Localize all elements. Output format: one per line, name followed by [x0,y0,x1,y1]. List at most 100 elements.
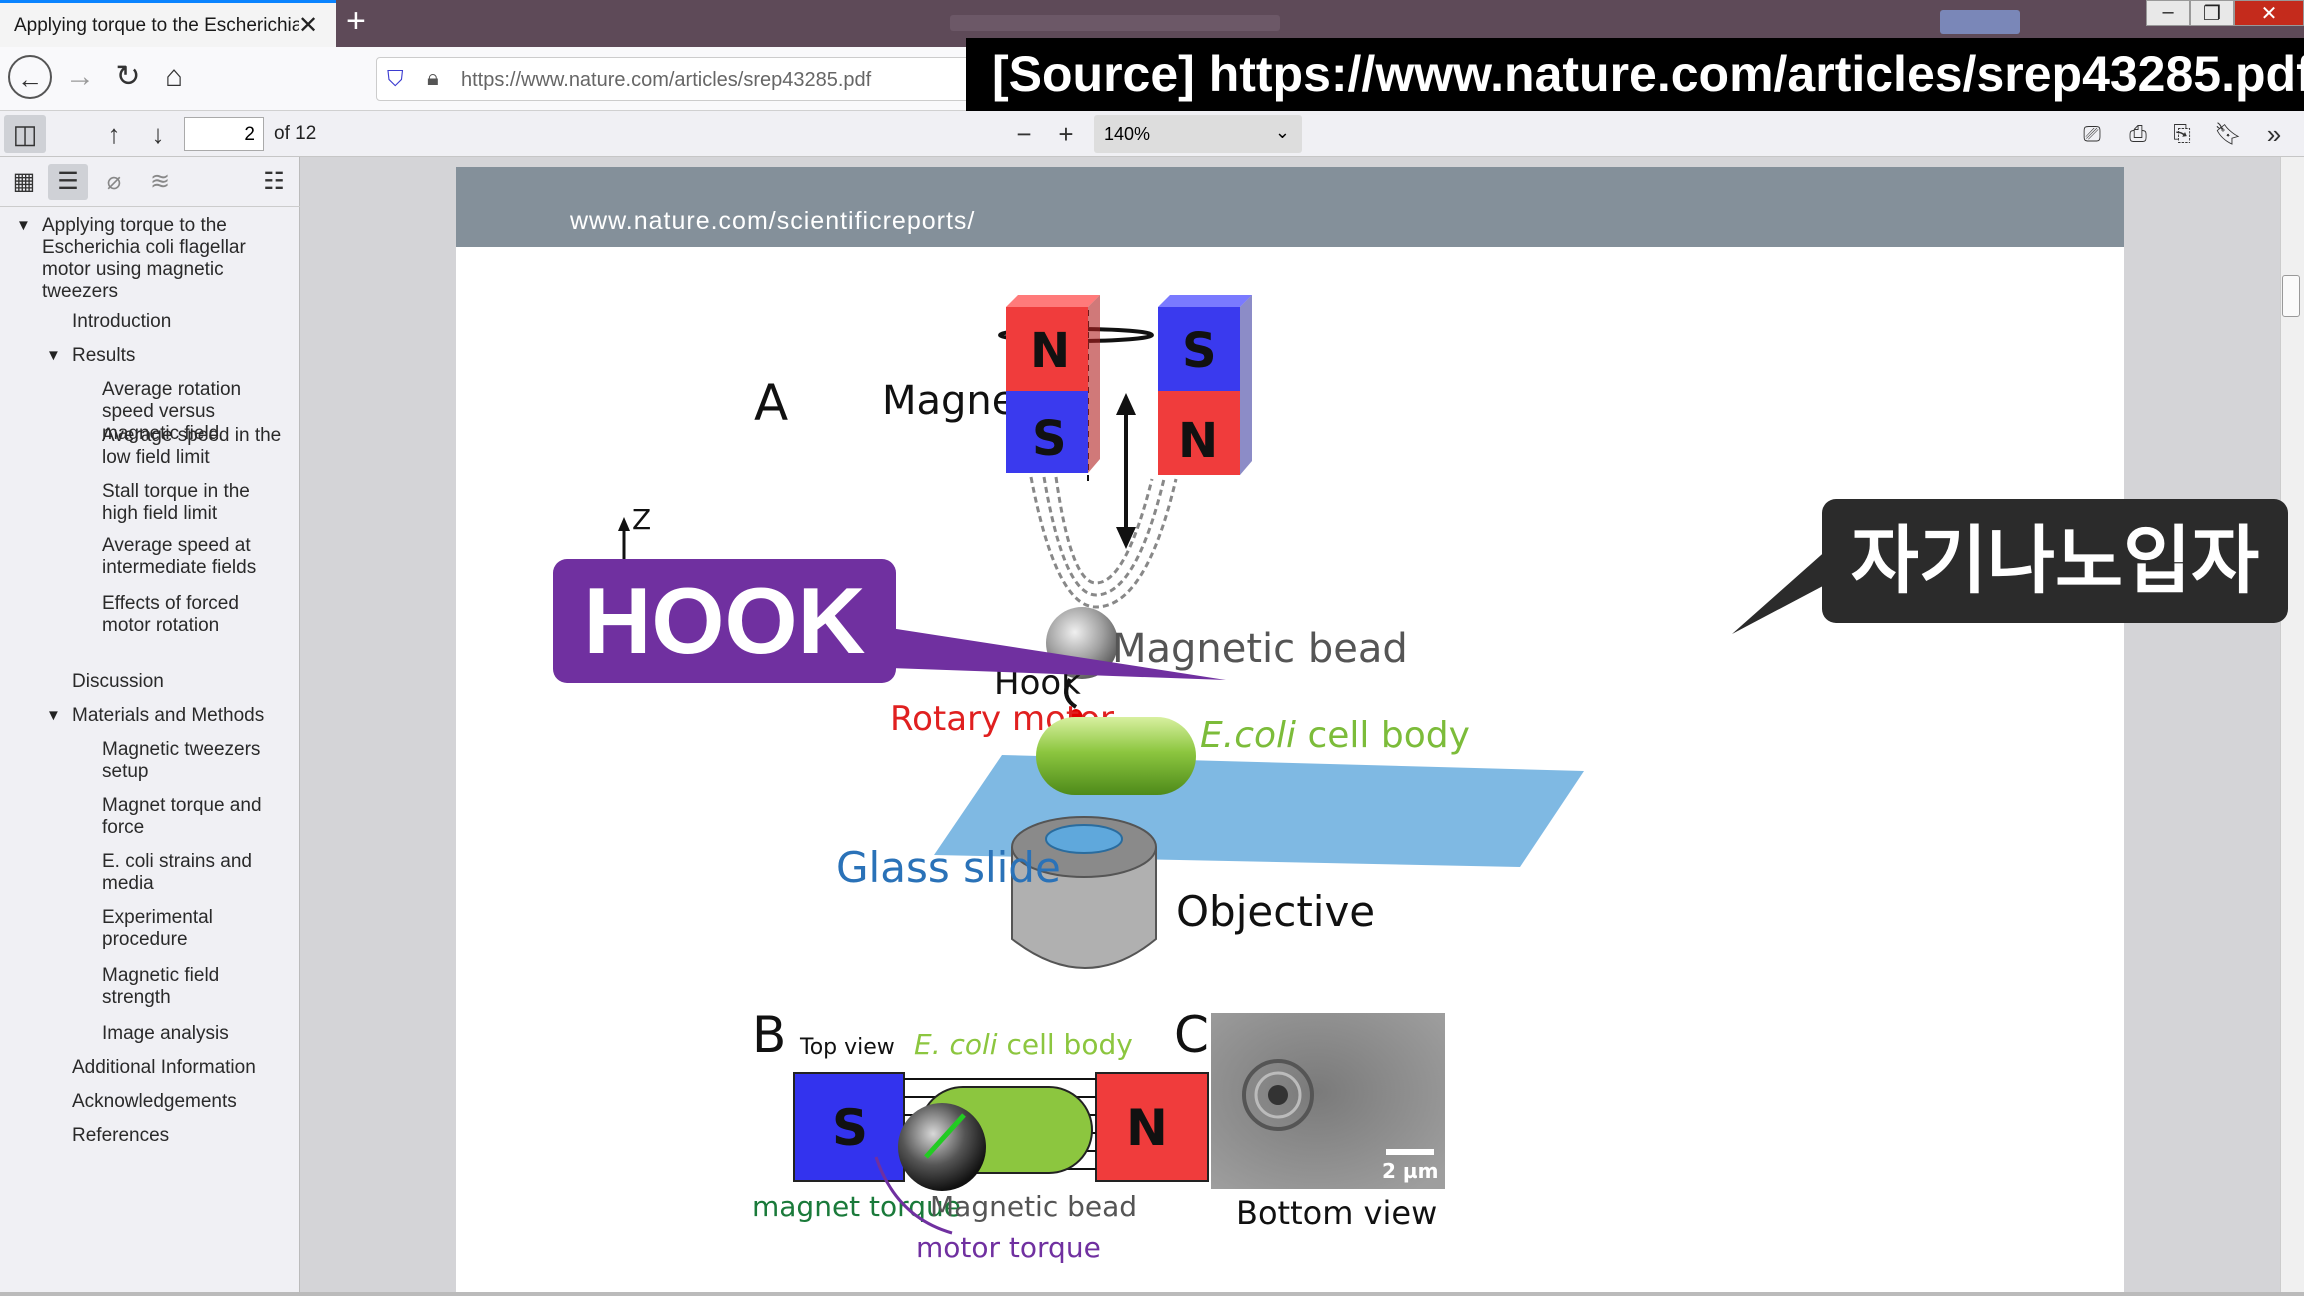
pdf-toolbar: ◫ ↑ ↓ 2 of 12 − + 140% ⌄ ⎚ ⎙ ⎘ 🔖︎ » [0,111,2304,157]
forward-arrow-icon[interactable]: → [65,60,95,93]
save-icon[interactable]: ⎘ [2173,121,2191,146]
axis-z-label: Z [632,503,651,536]
zoom-out-icon[interactable]: − [1016,119,1032,149]
panel-b-label: B [752,1006,786,1064]
top-view-label: Top view [799,1035,895,1060]
expand-triangle-icon[interactable]: ▼ [16,217,31,234]
magnet-right-bottom [1158,391,1240,475]
bottom-view-label: Bottom view [1236,1194,1437,1232]
top-view-bead [898,1103,986,1191]
tools-chevron-icon[interactable]: » [2266,119,2282,149]
outline-item[interactable]: E. coli strains and media [102,851,252,894]
print-icon[interactable]: ⎙ [2129,121,2147,146]
outline-item[interactable]: Stall torque in the high field limit [102,481,250,524]
back-arrow-icon[interactable]: ← [8,55,52,99]
scale-bar-label: 2 µm [1382,1159,1438,1183]
close-window-icon[interactable]: ✕ [2234,0,2304,26]
outline-item[interactable]: Average speed at intermediate fields [102,535,257,578]
outline-item[interactable]: Applying torque to the Escherichia coli … [42,215,246,302]
outline-icon[interactable]: ☰ [48,164,88,200]
outline-item[interactable]: References [72,1125,170,1146]
bookmark-icon[interactable]: 🔖︎ [2214,121,2242,146]
attachments-icon[interactable]: ⌀ [106,168,122,195]
tab-title: Applying torque to the Escherichia coli … [14,15,299,36]
objective-cylinder [1011,847,1157,969]
close-tab-icon[interactable]: ✕ [298,12,319,39]
outline-item[interactable]: Average speed in the low field limit [102,425,282,468]
maximize-icon[interactable]: ❐ [2190,0,2234,26]
page-total: of 12 [274,123,317,144]
pdf-sidebar: ▦ ☰ ⌀ ≋ ☷ Applying torque to the Escheri… [0,157,300,1296]
presentation-icon[interactable]: ⎚ [2083,121,2101,146]
zoom-select[interactable]: 140% ⌄ [1094,115,1302,153]
home-icon[interactable]: ⌂ [164,60,184,93]
outline-item[interactable]: Magnet torque and force [102,795,262,838]
left-magnet-s: S [1032,411,1067,467]
ecoli-b-italic: E. coli [914,1028,998,1061]
thumbnails-icon[interactable]: ▦ [12,168,36,195]
bottom-view-image [1211,1013,1445,1189]
url-bar[interactable]: ⛉ 🔒︎ https://www.nature.com/articles/sre… [376,57,996,101]
outline-item[interactable]: Results [72,345,136,366]
right-magnet-n: N [1178,413,1218,469]
magnetic-bead-label: Magnetic bead [1112,626,1408,672]
ecoli-cell-body [1036,717,1196,795]
cell-body-b-text: cell body [998,1028,1133,1061]
panel-c-label: C [1174,1006,1209,1064]
zoom-value: 140% [1104,124,1151,144]
layers-icon[interactable]: ≋ [149,168,171,195]
motor-torque-label: motor torque [916,1231,1101,1264]
outline-item[interactable]: Additional Information [72,1057,256,1078]
outline-item[interactable]: Image analysis [102,1023,229,1044]
ecoli-italic: E.coli [1200,715,1296,756]
right-magnet-s: S [1182,323,1217,379]
expand-triangle-icon[interactable]: ▼ [46,707,61,724]
current-outline-item-icon[interactable]: ☷ [263,168,285,195]
previous-page-icon[interactable]: ↑ [107,119,121,149]
zoom-in-icon[interactable]: + [1058,119,1074,149]
magnet-torque-label: magnet torque [752,1190,961,1223]
magnet-right-top [1158,307,1240,391]
top-view-magnet-n [1095,1072,1209,1182]
reload-icon[interactable]: ↻ [115,60,141,93]
expand-triangle-icon[interactable]: ▼ [46,347,61,364]
outline-item[interactable]: Discussion [72,671,164,692]
lock-icon[interactable]: 🔒︎ [427,65,439,90]
blurred-region [950,15,1280,31]
sidebar-view-tools: ▦ ☰ ⌀ ≋ ☷ [0,157,300,207]
shield-icon[interactable]: ⛉ [387,66,404,91]
outline-item[interactable]: Introduction [72,311,172,332]
minimize-icon[interactable]: – [2146,0,2190,26]
top-view-n-label: N [1126,1099,1168,1157]
page-number-input[interactable]: 2 [184,117,264,151]
outline-item[interactable]: Experimental procedure [102,907,213,950]
hook-label: Hook [994,663,1081,703]
tab-active[interactable]: Applying torque to the Escherichia coli … [0,0,336,47]
page-header-text: www.nature.com/scientificreports/ [570,207,976,235]
magnetic-nanoparticle-callout: 자기나노입자 [1822,499,2288,623]
next-page-icon[interactable]: ↓ [151,119,165,149]
cell-body-label: E.coli cell body [1200,715,1470,756]
chevron-down-icon: ⌄ [1274,122,1290,142]
page-header: www.nature.com/scientificreports/ [456,167,2124,247]
url-text[interactable]: https://www.nature.com/articles/srep4328… [461,69,872,91]
outline-item[interactable]: Magnetic tweezers setup [102,739,261,782]
sidebar-toggle-icon[interactable]: ◫ [4,115,46,153]
bottom-border [0,1292,2304,1296]
outline-item[interactable]: Magnetic field strength [102,965,220,1008]
left-magnet-n: N [1030,323,1070,379]
hook-callout: HOOK [553,559,896,683]
magnet-left-top [1006,307,1088,391]
outline-item[interactable]: Average rotation speed versus magnetic f… [102,379,242,444]
vertical-scrollbar[interactable] [2280,157,2304,1296]
cell-body-b-label: E. coli cell body [914,1028,1133,1061]
outline-item[interactable]: Materials and Methods [72,705,265,726]
new-tab-icon[interactable]: + [346,2,366,40]
pdf-page: www.nature.com/scientificreports/ A Magn… [456,167,2124,1296]
outline-item[interactable]: Effects of forced motor rotation [102,593,239,636]
magnetic-bead-b-label: Magnetic bead [930,1190,1137,1223]
pdf-viewer[interactable]: www.nature.com/scientificreports/ A Magn… [300,157,2280,1296]
outline-item[interactable]: Acknowledgements [72,1091,237,1112]
blurred-region [1940,10,2020,34]
scrollbar-thumb[interactable] [2282,275,2300,317]
